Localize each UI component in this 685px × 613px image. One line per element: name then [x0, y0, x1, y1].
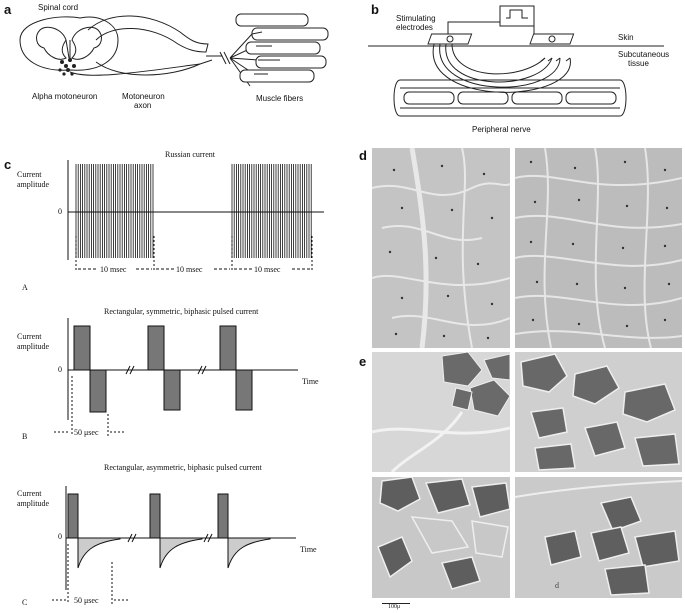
motoneuron-cluster	[58, 58, 76, 76]
label-muscle-fibers: Muscle fibers	[256, 94, 304, 103]
russian-ylabel-2: amplitude	[17, 180, 49, 189]
symmetric-ylabel-2: amplitude	[17, 342, 49, 351]
russian-dimension-lines	[75, 236, 313, 272]
symmetric-width-marks	[54, 376, 124, 436]
symmetric-sub: B	[22, 432, 28, 441]
symmetric-title: Rectangular, symmetric, biphasic pulsed …	[104, 307, 259, 316]
spinal-cord-drawing	[19, 15, 213, 76]
asymmetric-ylabel-1: Current	[17, 489, 42, 498]
endplates	[251, 31, 280, 75]
russian-burst-2	[231, 164, 312, 258]
label-motoneuron: Motoneuron	[122, 92, 165, 101]
asymmetric-width-marks	[52, 544, 128, 604]
scale-bar	[382, 603, 410, 604]
nerve-bundle	[393, 79, 627, 117]
panel-letter-b: b	[371, 2, 379, 17]
asymmetric-title: Rectangular, asymmetric, biphasic pulsed…	[104, 463, 262, 472]
asymmetric-pulses	[67, 493, 229, 539]
russian-title: Russian current	[165, 150, 215, 159]
label-peripheral-nerve: Peripheral nerve	[472, 125, 531, 134]
russian-burst-1	[75, 164, 154, 258]
scale-bar-label: 100μ	[388, 604, 401, 610]
stimulator-wire	[447, 21, 535, 38]
asymmetric-decays	[77, 537, 271, 569]
symmetric-width: 50 μsec	[74, 428, 99, 437]
micrograph-e-bottom-right: d	[515, 477, 682, 598]
micrograph-d-right-texture	[515, 148, 682, 348]
symmetric-zero: 0	[58, 365, 62, 374]
russian-interval-2: 10 msec	[176, 265, 203, 274]
label-spinal-cord: Spinal cord	[38, 3, 79, 12]
label-alpha-motoneuron: Alpha motoneuron	[32, 92, 98, 101]
panel-letter-d: d	[359, 148, 367, 163]
axon-line	[69, 33, 259, 87]
russian-sub: A	[22, 283, 28, 292]
asymmetric-ylabel-2: amplitude	[17, 499, 49, 508]
label-stimulating: Stimulating	[396, 14, 436, 23]
electrode-right	[529, 33, 575, 45]
russian-interval-3: 10 msec	[254, 265, 281, 274]
panel-letter-e: e	[359, 354, 367, 369]
panel-letter-c: c	[4, 157, 12, 172]
russian-interval-1: 10 msec	[100, 265, 127, 274]
symmetric-breaks	[125, 365, 207, 375]
micrograph-d-left	[372, 148, 510, 348]
micrograph-d-left-texture	[372, 148, 510, 348]
micrograph-d-right	[515, 148, 682, 348]
label-skin: Skin	[618, 33, 634, 42]
muscle-fibers-drawing	[235, 13, 329, 83]
asymmetric-sub: C	[22, 598, 28, 607]
current-paths	[432, 43, 571, 93]
label-electrodes: electrodes	[396, 23, 433, 32]
label-tissue: tissue	[628, 59, 649, 68]
symmetric-xlabel: Time	[302, 377, 319, 386]
russian-zero: 0	[58, 207, 62, 216]
russian-ylabel-1: Current	[17, 170, 42, 179]
micrograph-corner-label: d	[555, 581, 559, 590]
asymmetric-width: 50 μsec	[74, 596, 99, 605]
micrograph-e-bottom-left	[372, 477, 510, 598]
micrograph-e-top-left	[372, 352, 510, 472]
panel-letter-a: a	[4, 2, 12, 17]
asymmetric-xlabel: Time	[300, 545, 317, 554]
symmetric-ylabel-1: Current	[17, 332, 42, 341]
label-axon: axon	[134, 101, 152, 110]
asymmetric-zero: 0	[58, 532, 62, 541]
label-subcutaneous: Subcutaneous	[618, 50, 670, 59]
electrode-left	[427, 33, 473, 45]
symmetric-pulses	[73, 325, 253, 413]
micrograph-e-top-right	[515, 352, 682, 472]
asymmetric-breaks	[127, 533, 213, 543]
